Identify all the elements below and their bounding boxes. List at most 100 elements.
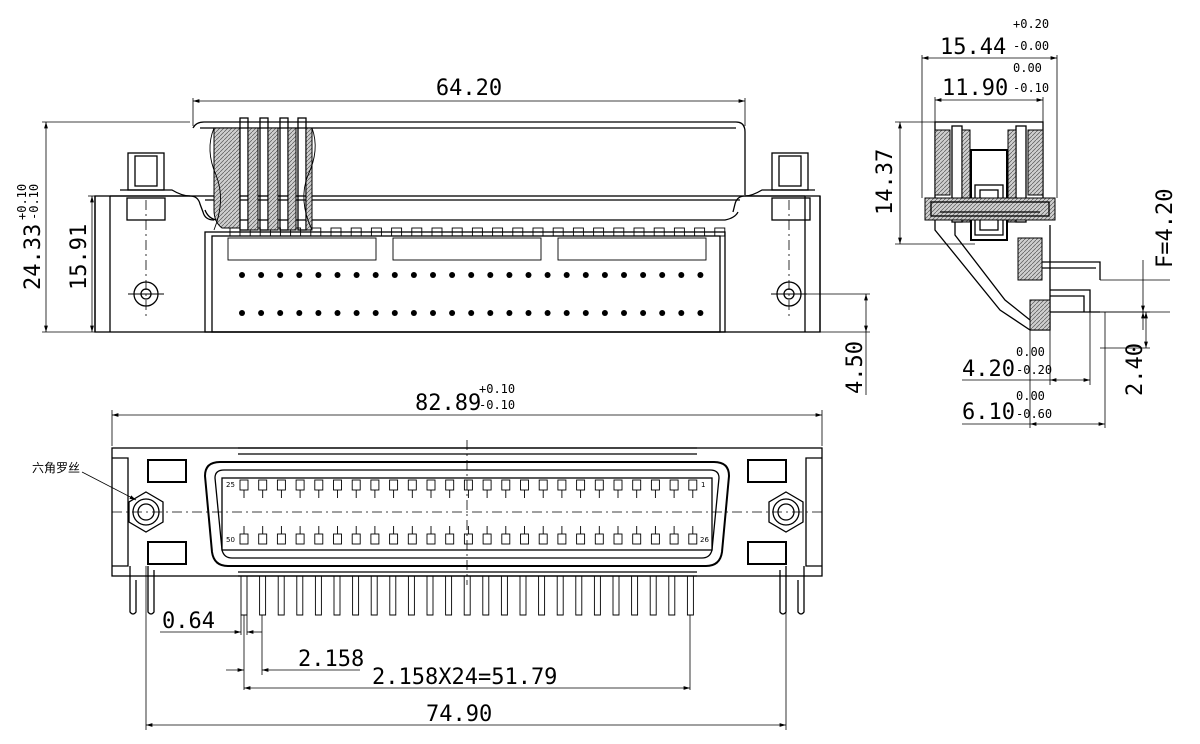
top-contact-tooth bbox=[431, 227, 443, 237]
front-contact-upper bbox=[501, 479, 511, 491]
front-pin-tail bbox=[686, 576, 694, 616]
top-contact-tooth bbox=[532, 227, 544, 237]
top-contact-tooth bbox=[714, 227, 726, 237]
dim-tail-offset: 4.20 bbox=[962, 357, 1015, 382]
top-contact-tooth bbox=[391, 227, 403, 237]
dim-tail-offset-tol-lower: -0.20 bbox=[1016, 363, 1052, 377]
front-contact-lower bbox=[351, 533, 361, 545]
front-contact-lower bbox=[370, 533, 380, 545]
top-pin-dot bbox=[372, 310, 379, 316]
front-contact-upper bbox=[632, 479, 642, 491]
pin-label-26: 26 bbox=[700, 536, 709, 544]
front-contact-lower bbox=[333, 533, 342, 545]
front-pin-tail bbox=[314, 576, 322, 616]
top-pin-dot bbox=[353, 310, 360, 316]
front-pin-tail bbox=[463, 576, 471, 616]
front-contact-lower bbox=[482, 533, 492, 545]
dim-tail-length-tol-lower: -0.60 bbox=[1016, 407, 1052, 421]
front-contact-lower bbox=[520, 533, 529, 545]
front-contact-lower bbox=[239, 533, 249, 545]
top-pin-dot bbox=[563, 272, 570, 278]
top-pin-dot bbox=[621, 272, 627, 278]
top-pin-dot bbox=[678, 272, 685, 278]
top-pin-dot bbox=[410, 272, 417, 278]
front-contact-upper bbox=[295, 479, 305, 491]
top-pin-dot bbox=[430, 310, 436, 316]
front-contact-lower bbox=[314, 533, 324, 545]
top-contact-tooth bbox=[471, 227, 483, 237]
front-pin-tail bbox=[259, 576, 267, 616]
front-contact-lower bbox=[463, 533, 473, 545]
top-pin-dot bbox=[697, 310, 704, 316]
front-contact-lower bbox=[594, 533, 604, 545]
front-contact-lower bbox=[576, 533, 586, 545]
dim-side-width-tol-lower: -0.00 bbox=[1013, 39, 1049, 53]
front-contact-upper bbox=[520, 479, 529, 491]
dim-tail-length-tol-upper: 0.00 bbox=[1016, 389, 1045, 403]
front-contact-lower bbox=[613, 533, 623, 545]
top-pin-dot bbox=[258, 272, 265, 278]
front-contact-upper bbox=[557, 479, 567, 491]
top-pin-dot bbox=[315, 310, 322, 316]
front-pin-tail bbox=[277, 576, 285, 616]
top-contact-tooth bbox=[572, 227, 584, 237]
front-contact-upper bbox=[426, 479, 436, 491]
front-pin-tail bbox=[426, 576, 434, 616]
front-pin-tail bbox=[593, 576, 601, 616]
front-pin-tail bbox=[482, 576, 490, 616]
front-contact-upper bbox=[594, 479, 604, 491]
front-contact-upper bbox=[407, 479, 417, 491]
front-pin-tail bbox=[631, 576, 639, 616]
front-contact-upper bbox=[613, 479, 623, 491]
pin-label-50: 50 bbox=[226, 536, 235, 544]
front-contact-lower bbox=[407, 533, 417, 545]
top-contact-tooth bbox=[694, 227, 706, 237]
dim-side-height: 14.37 bbox=[873, 149, 898, 215]
top-pin-dot bbox=[582, 272, 589, 278]
front-contact-upper bbox=[463, 479, 473, 491]
dim-mount-offset: 4.50 bbox=[843, 341, 868, 394]
dim-front-width-tol-upper: +0.10 bbox=[479, 382, 515, 396]
dim-tail-step: 2.40 bbox=[1123, 343, 1148, 396]
front-contact-upper bbox=[576, 479, 586, 491]
dim-total-height: 24.33 bbox=[21, 224, 46, 290]
dim-tail-offset-tol-upper: 0.00 bbox=[1016, 345, 1045, 359]
hex-screw-label: 六角罗丝 bbox=[32, 461, 80, 475]
top-pin-dot bbox=[563, 310, 570, 316]
top-contact-tooth bbox=[552, 227, 564, 237]
top-pin-dot bbox=[601, 310, 608, 316]
top-contact-tooth bbox=[492, 227, 504, 237]
top-pin-dot bbox=[239, 272, 245, 278]
top-pin-dot bbox=[640, 272, 647, 278]
dim-mount-pitch: 74.90 bbox=[426, 702, 492, 727]
dim-tail-length: 6.10 bbox=[962, 400, 1015, 425]
top-pin-dot bbox=[410, 310, 417, 316]
front-contact-upper bbox=[389, 479, 399, 491]
top-pin-dot bbox=[334, 272, 341, 278]
top-contact-tooth bbox=[330, 227, 342, 237]
dim-f-value: F=4.20 bbox=[1153, 189, 1178, 268]
top-pin-dot bbox=[277, 272, 284, 278]
side-view: 15.44 +0.20 -0.00 11.90 0.00 -0.10 14.37… bbox=[873, 17, 1178, 428]
top-contact-tooth bbox=[512, 227, 524, 237]
dim-total-height-tol-upper: +0.10 bbox=[15, 184, 29, 220]
dim-side-width: 15.44 bbox=[940, 35, 1006, 60]
top-pin-dot bbox=[525, 310, 532, 316]
top-pin-dot bbox=[372, 272, 379, 278]
top-pin-dot bbox=[315, 272, 322, 278]
front-pin-tail bbox=[240, 576, 248, 616]
front-contact-upper bbox=[650, 479, 660, 491]
front-pin-tail bbox=[538, 576, 546, 616]
top-pin-dot bbox=[659, 272, 666, 278]
dim-total-height-tol-lower: -0.10 bbox=[27, 184, 41, 220]
front-contact-lower bbox=[426, 533, 436, 545]
front-contact-lower bbox=[688, 533, 698, 545]
top-pin-dot bbox=[296, 272, 303, 278]
front-contact-lower bbox=[389, 533, 399, 545]
top-pin-dot bbox=[468, 272, 475, 278]
front-contact-upper bbox=[333, 479, 342, 491]
top-pin-dot bbox=[296, 310, 303, 316]
top-pin-dot bbox=[544, 310, 551, 316]
front-contact-upper bbox=[688, 479, 698, 491]
